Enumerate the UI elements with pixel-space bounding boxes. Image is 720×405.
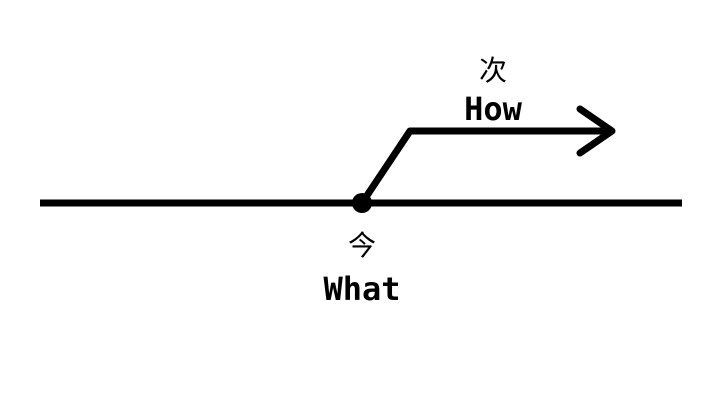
- next-label-jp: 次: [479, 54, 507, 87]
- now-label-jp: 今: [348, 229, 376, 262]
- now-label-en: What: [323, 270, 400, 308]
- branch-arrow-line: [358, 127, 610, 207]
- arrowhead-icon: [576, 105, 616, 157]
- next-label-en: How: [464, 90, 523, 128]
- junction-dot: [352, 193, 372, 213]
